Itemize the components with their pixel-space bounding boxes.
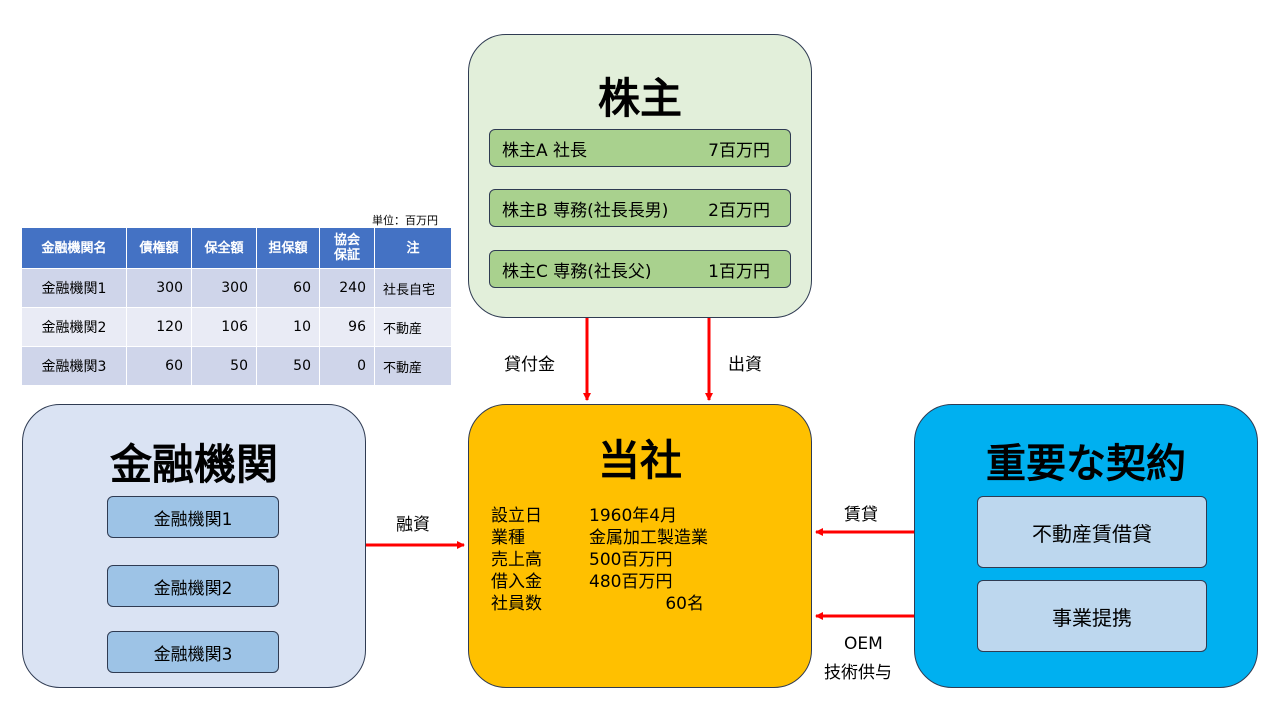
financial-institutions-box: 金融機関 金融機関1 金融機関2 金融機関3: [22, 404, 366, 688]
table-cell: 50: [256, 346, 320, 385]
table-cell: 106: [191, 307, 257, 347]
table-unit-label: 単位：百万円: [372, 214, 438, 227]
oem-label: OEM: [844, 634, 883, 654]
info-label: 借入金: [491, 572, 542, 592]
company-info-row: 売上高 500百万円: [491, 549, 751, 571]
company-info-row: 設立日 1960年4月: [491, 505, 751, 527]
contract-item: 事業提携: [977, 580, 1207, 652]
company-info-row: 業種 金属加工製造業: [491, 527, 751, 549]
table-cell: 0: [319, 346, 375, 385]
investment-label: 出資: [728, 355, 762, 375]
info-label: 売上高: [491, 550, 542, 570]
contracts-box: 重要な契約 不動産賃借貸 事業提携: [914, 404, 1258, 688]
shareholder-item: 株主C 専務(社長父) 1百万円: [489, 250, 791, 288]
contract-item: 不動産賃借貸: [977, 496, 1207, 568]
table-cell: 不動産: [374, 307, 452, 347]
tech-provision-label: 技術供与: [824, 663, 892, 683]
table-cell: 金融機関2: [22, 307, 127, 347]
financial-institution-item: 金融機関3: [107, 631, 279, 673]
shareholder-item: 株主B 専務(社長長男) 2百万円: [489, 189, 791, 227]
info-value: 480百万円: [589, 572, 673, 592]
table-header-cell: 担保額: [256, 228, 320, 269]
financial-institutions-table: 金融機関名 債権額 保全額 担保額 協会 保証 注 金融機関1 300 300 …: [22, 228, 452, 385]
company-info-row: 社員数 60名: [491, 593, 751, 615]
company-info-row: 借入金 480百万円: [491, 571, 751, 593]
company-title: 当社: [597, 436, 682, 485]
company-box: 当社 設立日 1960年4月 業種 金属加工製造業 売上高 500百万円 借入金…: [468, 404, 812, 688]
table-header-cell: 債権額: [126, 228, 192, 269]
table-cell: 60: [126, 346, 192, 385]
lease-label: 賃貸: [844, 505, 878, 525]
shareholder-name: 株主C 専務(社長父): [502, 261, 652, 282]
table-header-cell: 保全額: [191, 228, 257, 269]
shareholder-item: 株主A 社長 7百万円: [489, 129, 791, 167]
info-value: 60名: [665, 594, 704, 614]
info-value: 500百万円: [589, 550, 673, 570]
info-label: 業種: [491, 528, 525, 548]
table-cell: 不動産: [374, 346, 452, 385]
table-cell: 120: [126, 307, 192, 347]
shareholders-title: 株主: [597, 74, 682, 123]
shareholder-amount: 2百万円: [708, 200, 770, 221]
table-cell: 50: [191, 346, 257, 385]
table-cell: 60: [256, 268, 320, 308]
shareholder-amount: 1百万円: [708, 261, 770, 282]
financing-label: 融資: [396, 515, 430, 535]
table-cell: 96: [319, 307, 375, 347]
shareholder-amount: 7百万円: [708, 140, 770, 161]
table-cell: 300: [191, 268, 257, 308]
shareholders-box: 株主 株主A 社長 7百万円 株主B 専務(社長長男) 2百万円 株主C 専務(…: [468, 34, 812, 318]
loan-label: 貸付金: [504, 355, 555, 375]
table-header-row: 金融機関名 債権額 保全額 担保額 協会 保証 注: [22, 228, 451, 269]
financial-institution-item: 金融機関1: [107, 496, 279, 538]
table-cell: 300: [126, 268, 192, 308]
table-cell: 金融機関1: [22, 268, 127, 308]
table-cell: 240: [319, 268, 375, 308]
table-cell: 10: [256, 307, 320, 347]
company-info: 設立日 1960年4月 業種 金属加工製造業 売上高 500百万円 借入金 48…: [491, 505, 751, 615]
info-value: 1960年4月: [589, 506, 678, 526]
table-cell: 金融機関3: [22, 346, 127, 385]
shareholder-name: 株主B 専務(社長長男): [502, 200, 669, 221]
info-value: 金属加工製造業: [589, 528, 708, 548]
contracts-title: 重要な契約: [986, 441, 1186, 487]
info-label: 社員数: [491, 594, 542, 614]
info-label: 設立日: [491, 506, 542, 526]
shareholder-name: 株主A 社長: [502, 140, 588, 161]
table-row: 金融機関1 300 300 60 240 社長自宅: [22, 268, 452, 308]
financial-institution-item: 金融機関2: [107, 565, 279, 607]
table-header-cell: 金融機関名: [22, 228, 127, 269]
table-row: 金融機関3 60 50 50 0 不動産: [22, 346, 452, 385]
table-header-cell: 協会 保証: [319, 228, 375, 269]
financial-institutions-title: 金融機関: [109, 440, 278, 489]
table-cell: 社長自宅: [374, 268, 452, 308]
table-header-cell: 注: [374, 228, 451, 269]
table-row: 金融機関2 120 106 10 96 不動産: [22, 307, 452, 347]
